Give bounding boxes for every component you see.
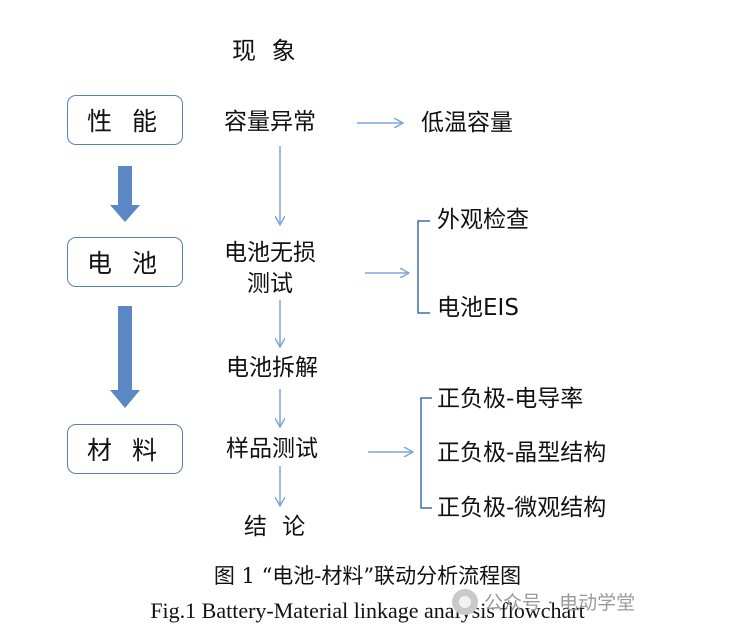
result-micro-structure: 正负极-微观结构: [437, 495, 607, 521]
result-battery-eis: 电池EIS: [437, 295, 519, 321]
step-nondestructive-test: 电池无损 测试: [224, 240, 316, 297]
result-conductivity: 正负极-电导率: [437, 386, 584, 412]
step-capacity-abnormal: 容量异常: [224, 109, 316, 135]
result-crystal-structure: 正负极-晶型结构: [437, 440, 607, 466]
thick-arrow-2: [110, 306, 140, 408]
step-conclusion: 结 论: [244, 514, 310, 540]
bracket-nondestructive: [417, 220, 430, 314]
caption-english: Fig.1 Battery-Material linkage analysis …: [150, 598, 585, 623]
step-sample-test: 样品测试: [226, 436, 318, 462]
bracket-sample: [420, 397, 432, 509]
thick-arrow-1: [110, 166, 140, 222]
result-appearance-check: 外观检查: [437, 207, 529, 233]
result-low-temp-capacity: 低温容量: [421, 110, 513, 136]
watermark-text: 公众号 · 电动学堂: [484, 592, 636, 614]
header-phenomenon: 现 象: [232, 37, 300, 65]
level-box-material: 材 料: [67, 424, 183, 474]
wechat-logo-icon: [452, 588, 478, 615]
level-box-battery: 电 池: [67, 237, 183, 287]
level-box-performance: 性 能: [67, 95, 183, 145]
caption-chinese: 图 1 “电池-材料”联动分析流程图: [213, 564, 522, 588]
watermark: 公众号 · 电动学堂: [452, 588, 635, 615]
step-disassembly: 电池拆解: [226, 355, 318, 381]
